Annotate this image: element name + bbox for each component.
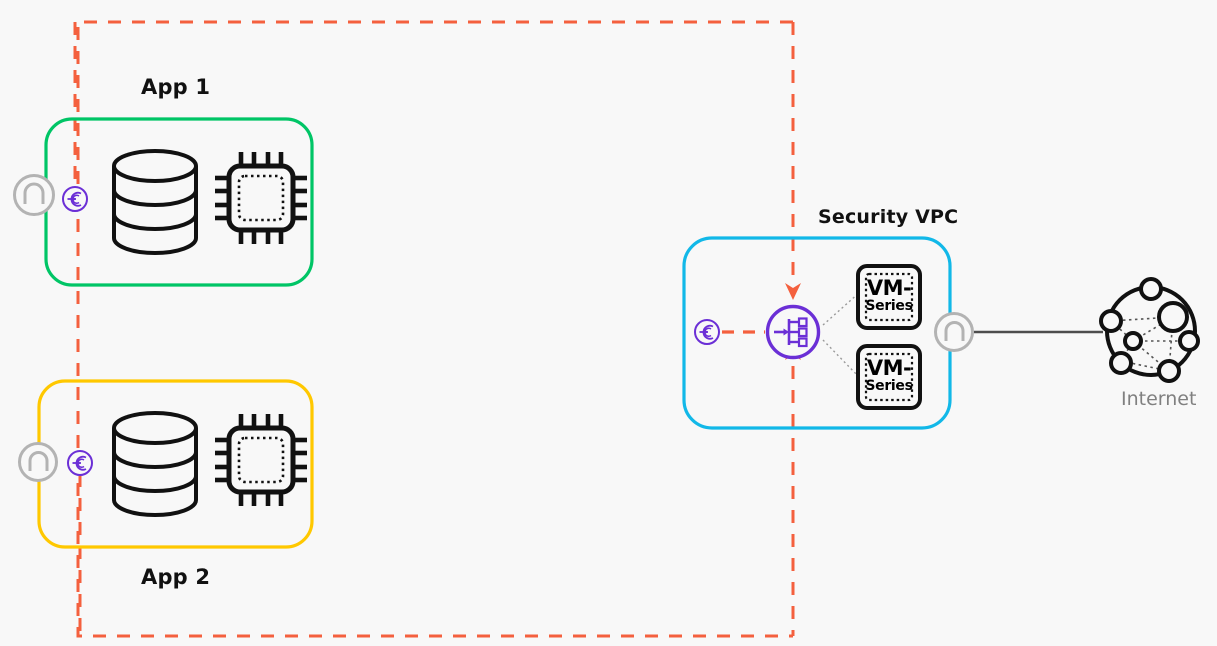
vm-series-firewall [856,264,922,330]
flow-arrow-down [785,283,801,300]
internet-cloud-icon [1099,277,1200,383]
internet-label: Internet [1121,388,1197,410]
cpu-chip-icon [215,152,307,244]
database-icon [112,149,198,255]
vpc-attachment-icon [694,319,720,345]
gateway-icon [18,442,58,482]
load-balancer-icon [765,304,821,360]
security-vpc-title: Security VPC [818,206,959,228]
transit-network-boundary [76,20,793,638]
vpc-attachment-icon [67,450,93,476]
vm-series-firewall [856,344,922,410]
lb-to-firewall-links [822,291,861,379]
database-icon [112,411,198,517]
vpc-attachment-icon [62,186,88,212]
app2-title: App 2 [141,565,211,589]
app1-title: App 1 [141,75,211,99]
gateway-icon [13,174,55,216]
cpu-chip-icon [215,414,307,506]
internet-gateway-icon [934,312,974,352]
